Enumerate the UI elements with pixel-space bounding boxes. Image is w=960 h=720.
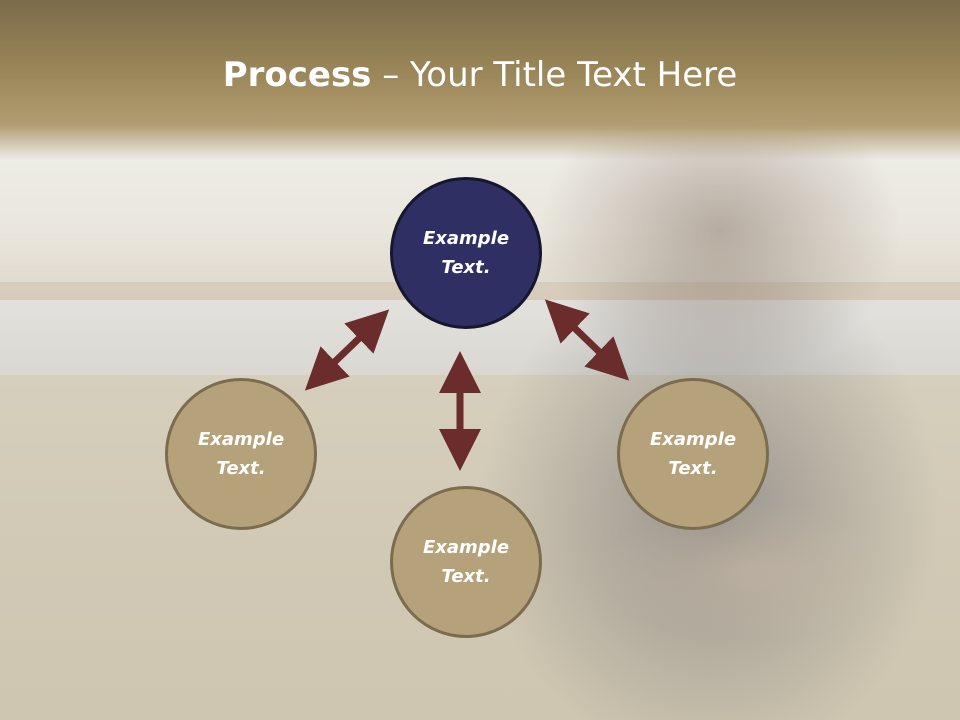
node-label-line1: Example <box>422 537 510 558</box>
process-node-bottom: Example Text. <box>390 486 542 638</box>
process-node-right: Example Text. <box>617 378 769 530</box>
node-label-line2: Text. <box>668 458 718 479</box>
arrow-top-right <box>544 299 630 381</box>
process-node-left: Example Text. <box>165 378 317 530</box>
node-label-line2: Text. <box>441 257 491 278</box>
node-label-line1: Example <box>197 429 285 450</box>
arrow-top-left <box>304 309 390 391</box>
node-label-line2: Text. <box>216 458 266 479</box>
process-node-top: Example Text. <box>390 177 542 329</box>
node-label-line1: Example <box>422 228 510 249</box>
slide-title: Process – Your Title Text Here <box>0 52 960 98</box>
title-bold-part: Process <box>222 55 372 95</box>
header-band <box>0 0 960 160</box>
node-label-line1: Example <box>649 429 737 450</box>
title-rest-part: – Your Title Text Here <box>371 55 738 95</box>
node-label-line2: Text. <box>441 566 491 587</box>
